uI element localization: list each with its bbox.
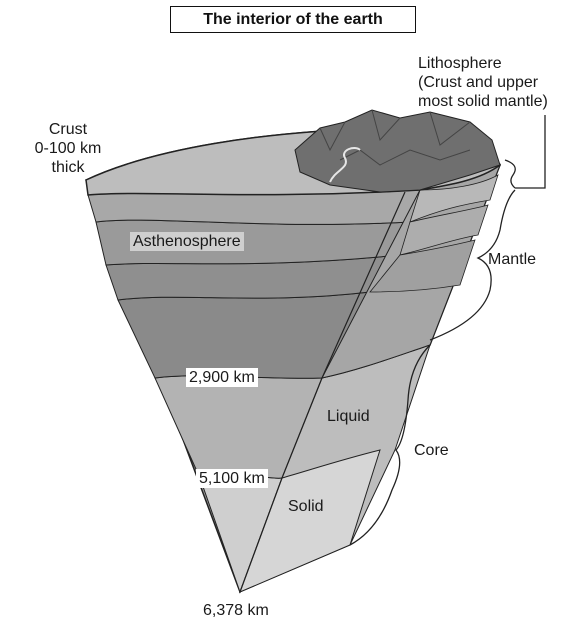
lithosphere-label-line1: Lithosphere: [418, 54, 548, 73]
asthenosphere-label: Asthenosphere: [130, 232, 244, 251]
diagram-title: The interior of the earth: [170, 6, 416, 33]
depth-6378-label: 6,378 km: [203, 601, 269, 620]
solid-label: Solid: [288, 497, 324, 516]
lithosphere-label: Lithosphere (Crust and upper most solid …: [418, 54, 548, 111]
core-label: Core: [414, 441, 449, 460]
crust-label-line3: thick: [28, 158, 108, 177]
crust-label-line1: Crust: [28, 120, 108, 139]
crust-label: Crust 0-100 km thick: [28, 120, 108, 177]
crust-label-line2: 0-100 km: [28, 139, 108, 158]
lithosphere-label-line3: most solid mantle): [418, 92, 548, 111]
liquid-label: Liquid: [327, 407, 370, 426]
depth-2900-label: 2,900 km: [186, 368, 258, 387]
lithosphere-pointer: [505, 115, 545, 188]
mantle-label: Mantle: [488, 250, 536, 269]
lithosphere-label-line2: (Crust and upper: [418, 73, 548, 92]
depth-5100-label: 5,100 km: [196, 469, 268, 488]
